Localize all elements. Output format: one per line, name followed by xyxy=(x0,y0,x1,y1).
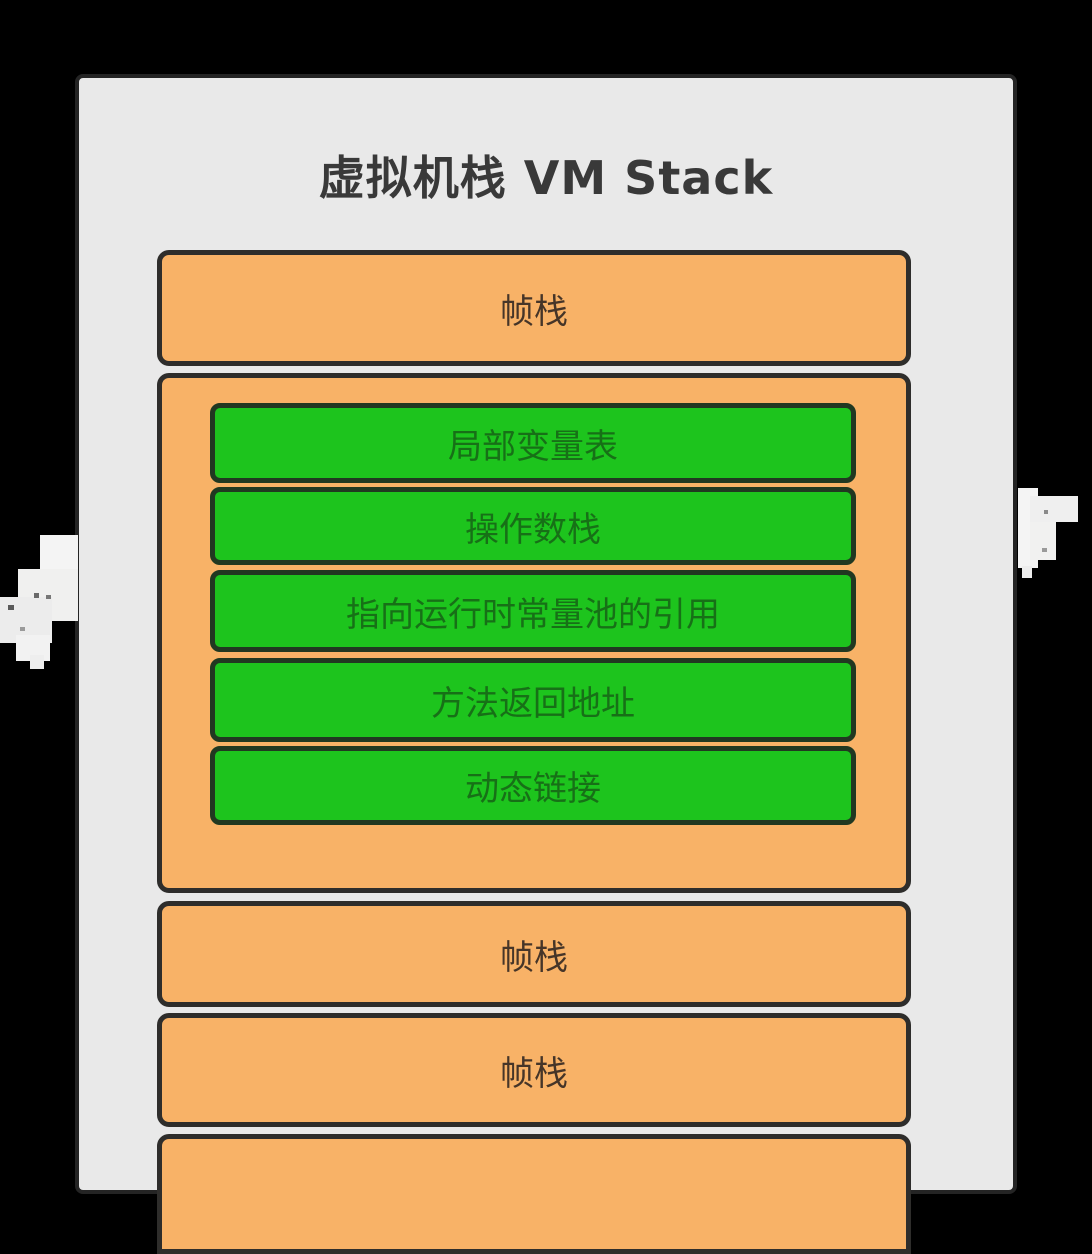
frame-detail-method-return-address: 方法返回地址 xyxy=(210,658,856,742)
stack-frame-label: 帧栈 xyxy=(500,1053,568,1094)
frame-detail-label: 操作数栈 xyxy=(465,509,601,550)
frame-detail-label: 指向运行时常量池的引用 xyxy=(346,594,720,635)
stack-frame-box-3: 帧栈 xyxy=(157,1013,911,1127)
frame-detail-local-variable-table: 局部变量表 xyxy=(210,403,856,483)
frame-detail-label: 局部变量表 xyxy=(448,426,618,467)
frame-detail-label: 动态链接 xyxy=(465,769,601,809)
frame-detail-runtime-constant-pool-ref: 指向运行时常量池的引用 xyxy=(210,570,856,652)
frame-detail-dynamic-linking: 动态链接 xyxy=(210,746,856,825)
vm-stack-panel: 虚拟机栈 VM Stack 帧栈 局部变量表 操作数栈 指向运行时常量池的引用 … xyxy=(75,74,1017,1254)
frame-detail-label: 方法返回地址 xyxy=(431,683,635,724)
stack-frame-box-4-cutoff xyxy=(157,1134,911,1254)
frame-detail-operand-stack: 操作数栈 xyxy=(210,487,856,565)
stack-frame-label: 帧栈 xyxy=(500,291,568,332)
stack-frame-box-expanded: 局部变量表 操作数栈 指向运行时常量池的引用 方法返回地址 动态链接 xyxy=(157,373,911,893)
right-edge-artifact xyxy=(1018,488,1078,578)
stack-frame-label: 帧栈 xyxy=(500,937,568,978)
diagram-title: 虚拟机栈 VM Stack xyxy=(318,151,774,205)
stack-frame-box-2: 帧栈 xyxy=(157,901,911,1007)
stack-frame-box-1: 帧栈 xyxy=(157,250,911,366)
left-edge-artifact xyxy=(0,535,78,669)
